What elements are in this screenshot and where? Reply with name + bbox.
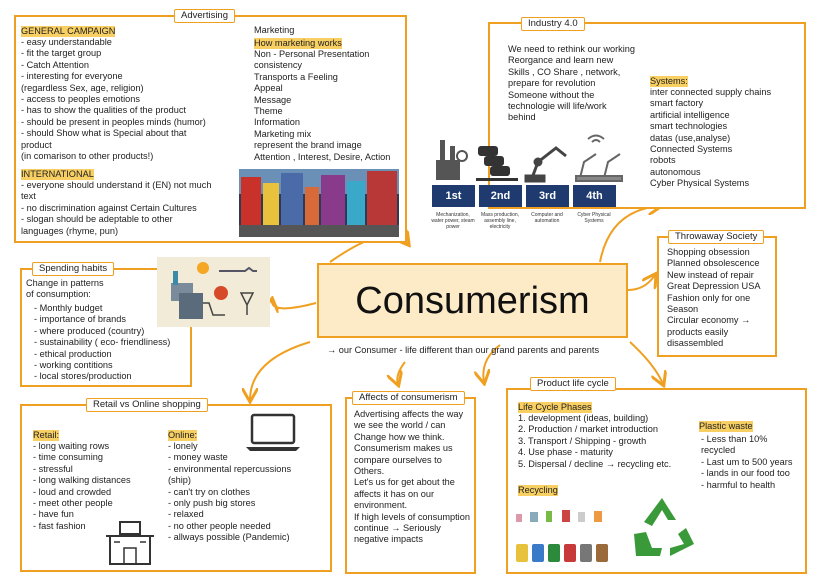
center-title: Consumerism [355, 280, 590, 322]
arrow-to-throwaway [627, 275, 655, 291]
spending-intro: Change in patterns of consumption: [26, 278, 104, 300]
consumerism-center-box: Consumerism [317, 263, 628, 338]
robot-arm-icon [524, 146, 567, 183]
product-box [506, 388, 807, 574]
stage-caption-1: Mechanization, water power, steam power [431, 212, 475, 230]
retail-heading: Retail: [33, 430, 60, 441]
retail-text: - long waiting rows - time consuming - s… [33, 441, 131, 531]
stage-4th: 4th [573, 185, 616, 207]
arrow-to-affects [397, 361, 406, 384]
arrow-to-retail [250, 341, 311, 400]
affects-tag: Affects of consumerism [352, 391, 465, 405]
cyber-robot-icon [575, 134, 623, 182]
retail-online-tag: Retail vs Online shopping [86, 398, 208, 412]
recycling-bins-illustration [516, 510, 608, 562]
times-square-photo [239, 169, 399, 237]
throwaway-tag: Throwaway Society [668, 230, 765, 244]
phases-text: 1. development (ideas, building) 2. Prod… [518, 413, 672, 469]
plastic-text: - Less than 10% recycled - Last um to 50… [701, 434, 793, 490]
arrow-to-spending [272, 300, 317, 308]
stage-caption-4: Cyber Physical Systems [577, 212, 611, 224]
international-text: - everyone should understand it (EN) not… [21, 180, 212, 236]
recycle-icon [634, 498, 694, 556]
marketing-subheading: How marketing works [254, 38, 342, 49]
phases-heading: Life Cycle Phases [518, 402, 592, 413]
advertising-tag: Advertising [174, 9, 235, 23]
general-campaign-text: - easy understandable - fit the target g… [21, 37, 206, 162]
waste-items [516, 510, 602, 522]
systems-heading: Systems: [650, 76, 688, 87]
center-caption: → our Consumer - life different than our… [327, 345, 600, 355]
systems-text: inter connected supply chains smart fact… [650, 87, 772, 189]
arrow-to-product-left [483, 344, 501, 382]
arrow-to-product-right [629, 341, 663, 384]
marketing-text: Non - Personal Presentation consistency … [254, 49, 391, 162]
stage-3rd: 3rd [526, 185, 569, 207]
online-heading: Online: [168, 430, 198, 441]
plastic-heading: Plastic waste [699, 421, 753, 432]
factory-icon [436, 140, 468, 180]
recycling-heading: Recycling [518, 485, 558, 496]
online-text: - lonely - money waste - environmental r… [168, 441, 292, 543]
general-campaign-heading: GENERAL CAMPAIGN [21, 26, 116, 37]
industry-revolution-illustration [436, 134, 623, 183]
shopping-illustration [157, 257, 270, 327]
industry-tag: Industry 4.0 [521, 17, 585, 31]
spending-tag: Spending habits [32, 262, 115, 276]
stage-1st: 1st [432, 185, 475, 207]
stage-2nd: 2nd [479, 185, 522, 207]
stage-caption-3: Computer and automation [531, 212, 563, 224]
marketing-heading: Marketing [254, 25, 295, 35]
throwaway-text: Shopping obsession Planned obsolescence … [667, 247, 761, 349]
store-building-icon [106, 521, 154, 565]
laptop-icon [246, 413, 300, 451]
international-heading: INTERNATIONAL [21, 169, 94, 180]
affects-box [345, 397, 476, 574]
product-tag: Product life cycle [530, 377, 616, 391]
throwaway-box [657, 236, 777, 357]
recycling-bins [516, 544, 608, 562]
affects-text: Advertising affects the way we see the w… [354, 409, 470, 545]
spending-text: - Monthly budget - importance of brands … [34, 303, 171, 382]
car-assembly-icon [476, 146, 518, 181]
industry-text: We need to rethink our working Reorgance… [508, 44, 635, 123]
stage-caption-2: Mass production, assembly line, electric… [480, 212, 520, 230]
